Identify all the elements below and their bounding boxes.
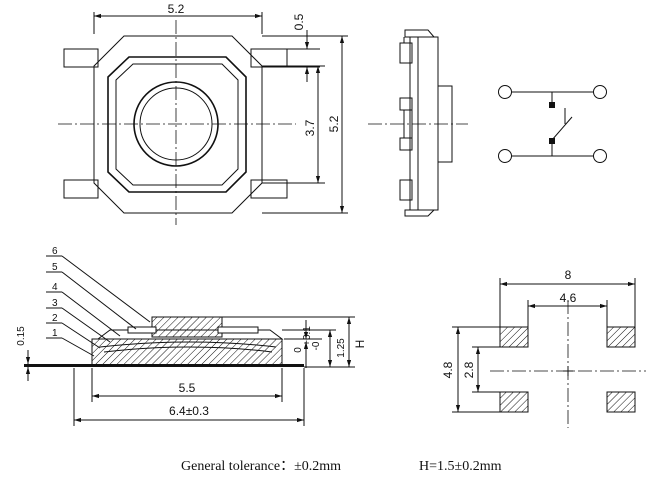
part-number-6: 6 xyxy=(52,246,58,257)
actuator-frame-outer xyxy=(107,56,247,193)
lead-bottom-right xyxy=(250,179,288,199)
side-body xyxy=(409,36,439,211)
offset-top-label: +0.1 xyxy=(302,326,313,346)
section-view: 6 5 4 3 2 1 0.15 0 +0.1 -0 1.25 H 5.5 xyxy=(16,246,367,426)
part-number-5: 5 xyxy=(52,262,58,273)
general-tolerance-note: General tolerance：±0.2mm xyxy=(181,459,341,474)
part-number-1: 1 xyxy=(52,328,58,339)
terminal-top-left xyxy=(498,85,512,99)
switch-schematic xyxy=(498,85,607,163)
pad-top-right xyxy=(606,326,636,348)
inner-height-label: 3.7 xyxy=(303,119,317,136)
footprint-outer-height-label: 4.8 xyxy=(441,361,455,378)
part-leaders xyxy=(46,255,151,357)
part-number-3: 3 xyxy=(52,298,58,309)
terminal-top-right xyxy=(593,85,607,99)
terminal-bottom-left xyxy=(498,149,512,163)
footprint-inner-height-label: 2.8 xyxy=(462,361,476,378)
side-actuator xyxy=(437,85,453,163)
pad-top-left xyxy=(499,326,529,348)
part-number-4: 4 xyxy=(52,282,58,293)
inner-width-label: 5.5 xyxy=(179,381,196,395)
lead-top-left xyxy=(63,48,99,68)
switch-contact-arm xyxy=(551,116,573,141)
lead-width-label: 0.5 xyxy=(292,13,306,30)
footprint-outer-width-label: 8 xyxy=(565,268,572,282)
part-number-2: 2 xyxy=(52,313,58,324)
width-label: 5.2 xyxy=(168,2,185,16)
side-lead-bottom xyxy=(399,179,413,201)
plate-thickness-label: 0.15 xyxy=(16,326,27,346)
pcb-footprint: 8 4.6 4.8 2.8 xyxy=(441,268,646,428)
height-symbol: H xyxy=(353,340,367,349)
offset-base-label: 0 xyxy=(293,347,304,353)
offset-bottom-label: -0 xyxy=(311,341,322,350)
pad-bottom-right xyxy=(606,391,636,413)
body-height-label: 1.25 xyxy=(336,338,347,358)
height-label: 5.2 xyxy=(327,115,341,132)
overall-width-label: 6.4±0.3 xyxy=(169,404,209,418)
switch-body-outline xyxy=(93,35,263,214)
side-view xyxy=(368,29,468,217)
section-body xyxy=(91,338,283,367)
side-lead-top xyxy=(399,42,413,64)
lead-bottom-left xyxy=(63,179,99,199)
terminal-bottom-right xyxy=(593,149,607,163)
section-actuator xyxy=(151,316,223,338)
height-tolerance-note: H=1.5±0.2mm xyxy=(419,459,502,474)
pad-bottom-left xyxy=(499,391,529,413)
footprint-inner-width-label: 4.6 xyxy=(560,291,577,305)
actuator-frame-inner xyxy=(115,63,239,186)
lead-top-right xyxy=(250,48,288,68)
top-view: 5.2 0.5 3.7 5.2 xyxy=(58,2,348,225)
